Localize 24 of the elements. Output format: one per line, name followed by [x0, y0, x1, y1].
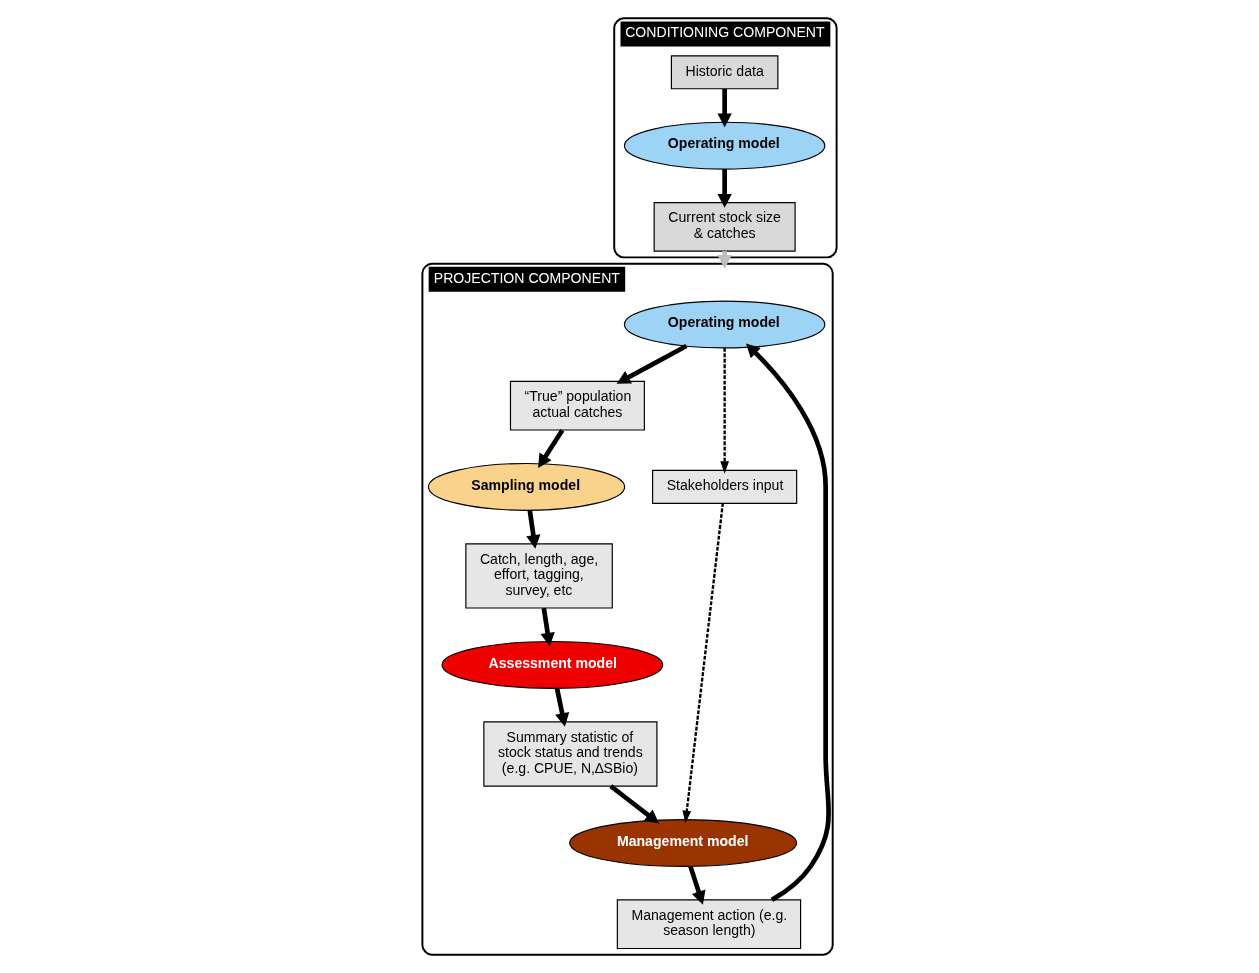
- node-ellipse: Operating model: [623, 300, 826, 349]
- node-ellipse: Assessment model: [441, 640, 664, 689]
- node-box: “True” population actual catches: [509, 380, 645, 431]
- arrow: [609, 784, 660, 824]
- arrow: [717, 169, 732, 208]
- arrow: [540, 607, 555, 647]
- arrow: [538, 428, 565, 468]
- arrow: [526, 509, 541, 549]
- arrow: [745, 343, 831, 902]
- node-ellipse: Operating model: [623, 121, 826, 170]
- node-box: Stakeholders input: [652, 469, 798, 504]
- arrow: [616, 343, 688, 384]
- node-ellipse: Sampling model: [427, 462, 626, 511]
- arrow: [554, 687, 570, 727]
- node-box: Summary statistic of stock status and trends (e.g. CPUE, N,∆SBio): [483, 721, 658, 787]
- arrow: [717, 89, 732, 128]
- node-box: Historic data: [670, 55, 779, 90]
- arrow: [720, 348, 730, 474]
- node-box: Management action (e.g. season length): [616, 899, 802, 950]
- arrow: [688, 865, 706, 905]
- node-ellipse: Management model: [569, 819, 798, 867]
- node-box: Current stock size & catches: [653, 202, 796, 252]
- node-box: Catch, length, age, effort, tagging, survey, etc: [465, 543, 613, 609]
- arrow: [682, 503, 724, 824]
